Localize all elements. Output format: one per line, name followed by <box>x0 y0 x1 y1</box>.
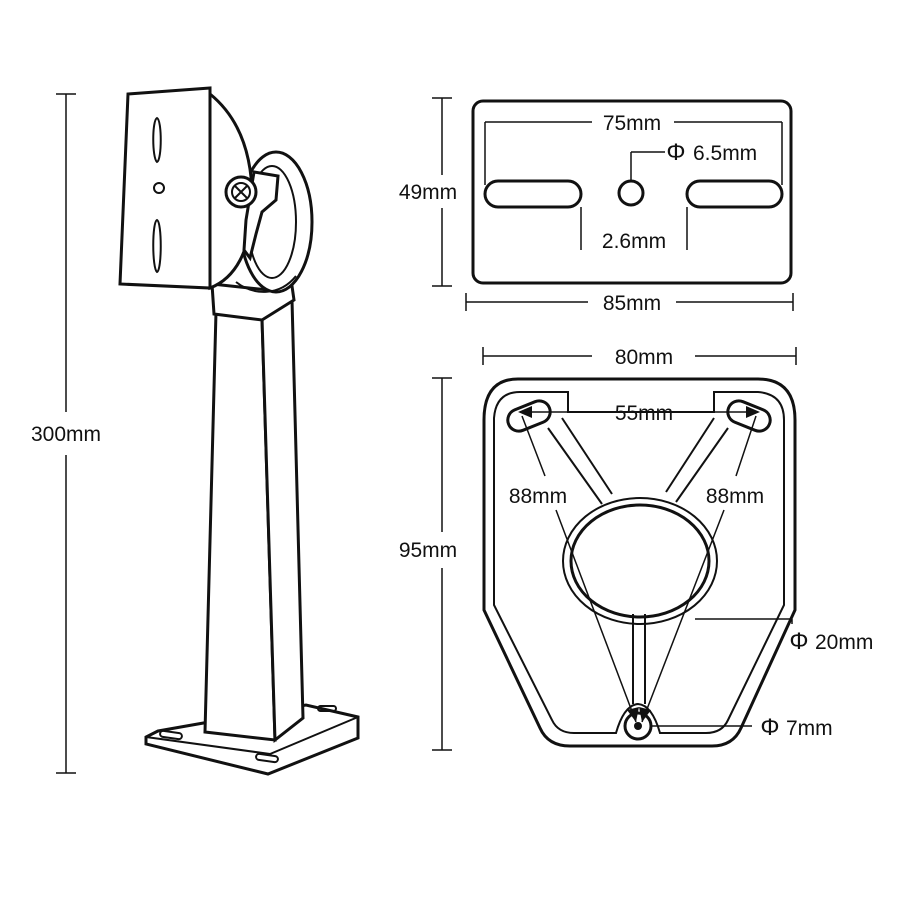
slot-width-label: 2.6mm <box>602 230 666 253</box>
face-hole <box>153 182 165 194</box>
base-slot-left <box>159 729 183 741</box>
center-opening-label: 20mm <box>815 631 873 654</box>
base-plate <box>144 703 360 776</box>
height-dimension: 300mm <box>31 93 101 774</box>
plate-width-label: 85mm <box>603 292 661 315</box>
left-diagonal-label: 88mm <box>509 485 567 508</box>
mounting-plate-view: 49mm 75mm Φ 6.5mm 2.6mm 85mm <box>399 97 794 315</box>
plate-center-hole <box>617 179 645 207</box>
bottom-hole-label: 7mm <box>786 717 833 740</box>
base-slot-top-left <box>506 399 552 433</box>
right-diagonal-label: 88mm <box>706 485 764 508</box>
top-hole-spacing-label: 55mm <box>615 402 673 425</box>
plate-outline <box>471 99 793 285</box>
face-slot-lower <box>152 218 162 274</box>
base-slot-top-right <box>726 399 772 433</box>
center-hole-symbol: Φ <box>666 139 685 166</box>
center-opening-symbol: Φ <box>789 628 808 655</box>
plate-slot-right <box>685 179 784 209</box>
bracket-illustration <box>118 86 360 776</box>
center-opening-inner <box>569 503 711 619</box>
base-height-label: 95mm <box>399 539 457 562</box>
plate-slot-left <box>483 179 583 209</box>
base-slot-top <box>317 705 337 712</box>
height-label: 300mm <box>31 423 101 446</box>
bottom-hole-symbol: Φ <box>760 714 779 741</box>
base-outline <box>482 377 797 748</box>
base-bottom-hole <box>623 711 653 741</box>
base-slot-right <box>255 752 279 764</box>
base-inner-outline <box>493 391 785 734</box>
face-slot-upper <box>152 116 162 164</box>
screw-cross <box>234 185 248 199</box>
center-hole-label: 6.5mm <box>693 142 757 165</box>
base-width-label: 80mm <box>615 346 673 369</box>
center-opening-outer <box>562 497 718 625</box>
base-plate-view: 80mm 95mm 55mm <box>399 346 873 751</box>
plate-height-label: 49mm <box>399 181 457 204</box>
slot-spacing-label: 75mm <box>603 112 661 135</box>
